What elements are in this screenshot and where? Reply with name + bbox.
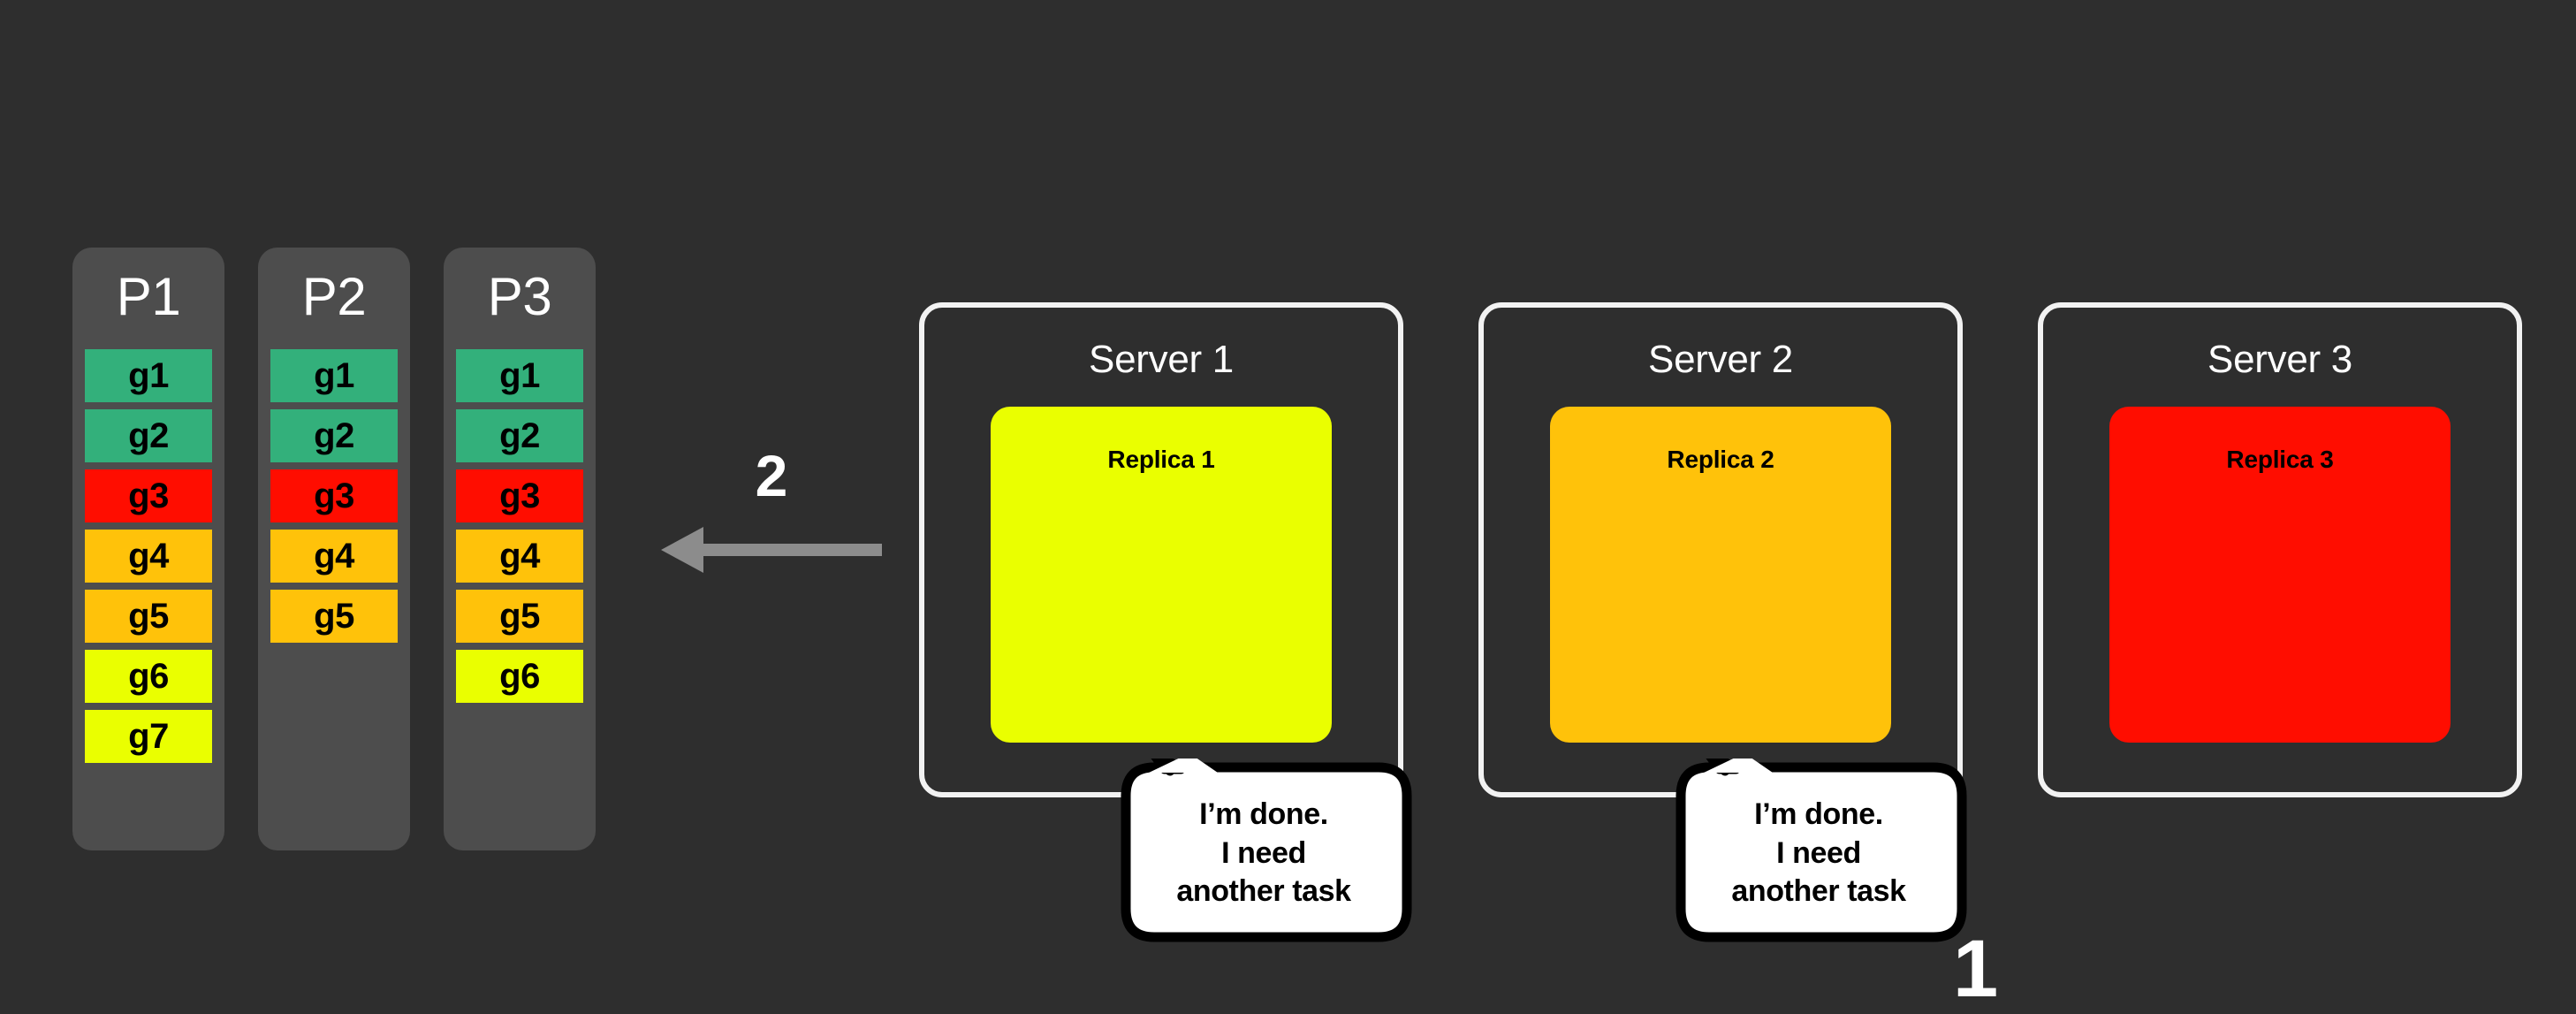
group-block: g2 xyxy=(270,409,398,462)
left-arrow-icon xyxy=(661,527,882,573)
partition-p1: P1 g1 g2 g3 g4 g5 g6 g7 xyxy=(72,248,224,850)
server-3: Server 3 Replica 3 xyxy=(2038,302,2522,797)
group-block: g5 xyxy=(270,590,398,643)
replica-label: Replica 1 xyxy=(1107,446,1215,473)
group-list: g1 g2 g3 g4 g5 xyxy=(270,349,398,643)
partition-title: P1 xyxy=(116,267,181,326)
group-block: g4 xyxy=(270,530,398,583)
group-list: g1 g2 g3 g4 g5 g6 xyxy=(456,349,583,703)
group-block: g3 xyxy=(85,469,212,522)
group-block: g2 xyxy=(456,409,583,462)
assignment-arrow-group: 2 xyxy=(661,442,882,583)
server-title: Server 1 xyxy=(1089,338,1234,381)
speech-bubble-server-2: I’m done. I need another task xyxy=(1668,759,1969,949)
server-2: Server 2 Replica 2 xyxy=(1478,302,1963,797)
replica-box: Replica 1 xyxy=(991,407,1332,743)
speech-bubble-shape xyxy=(1121,759,1412,942)
server-1: Server 1 Replica 1 xyxy=(919,302,1403,797)
step-2-label: 2 xyxy=(755,443,788,508)
group-block: g4 xyxy=(456,530,583,583)
server-group: Server 1 Replica 1 Server 2 Replica 2 Se… xyxy=(919,302,2522,797)
group-block: g6 xyxy=(85,650,212,703)
replica-label: Replica 2 xyxy=(1667,446,1774,473)
partition-p2: P2 g1 g2 g3 g4 g5 xyxy=(258,248,410,850)
group-list: g1 g2 g3 g4 g5 g6 g7 xyxy=(85,349,212,763)
server-title: Server 2 xyxy=(1648,338,1793,381)
replica-label: Replica 3 xyxy=(2226,446,2334,473)
step-1-label: 1 xyxy=(1953,924,1999,1014)
speech-bubble-text: I’m done. I need another task xyxy=(1731,797,1906,909)
group-block: g4 xyxy=(85,530,212,583)
group-block: g2 xyxy=(85,409,212,462)
speech-bubble-text: I’m done. I need another task xyxy=(1176,797,1351,909)
group-block: g5 xyxy=(85,590,212,643)
speech-bubble-server-1: I’m done. I need another task xyxy=(1113,759,1414,949)
partition-title: P3 xyxy=(487,267,552,326)
group-block: g5 xyxy=(456,590,583,643)
partition-title: P2 xyxy=(301,267,367,326)
replica-box: Replica 3 xyxy=(2109,407,2451,743)
group-block: g1 xyxy=(456,349,583,402)
group-block: g6 xyxy=(456,650,583,703)
replica-box: Replica 2 xyxy=(1550,407,1891,743)
partition-group: P1 g1 g2 g3 g4 g5 g6 g7 P2 g1 g2 g3 g4 g… xyxy=(72,248,596,850)
speech-bubble-shape xyxy=(1676,759,1967,942)
group-block: g1 xyxy=(270,349,398,402)
server-title: Server 3 xyxy=(2207,338,2352,381)
group-block: g3 xyxy=(456,469,583,522)
group-block: g3 xyxy=(270,469,398,522)
group-block: g7 xyxy=(85,710,212,763)
partition-p3: P3 g1 g2 g3 g4 g5 g6 xyxy=(444,248,596,850)
group-block: g1 xyxy=(85,349,212,402)
